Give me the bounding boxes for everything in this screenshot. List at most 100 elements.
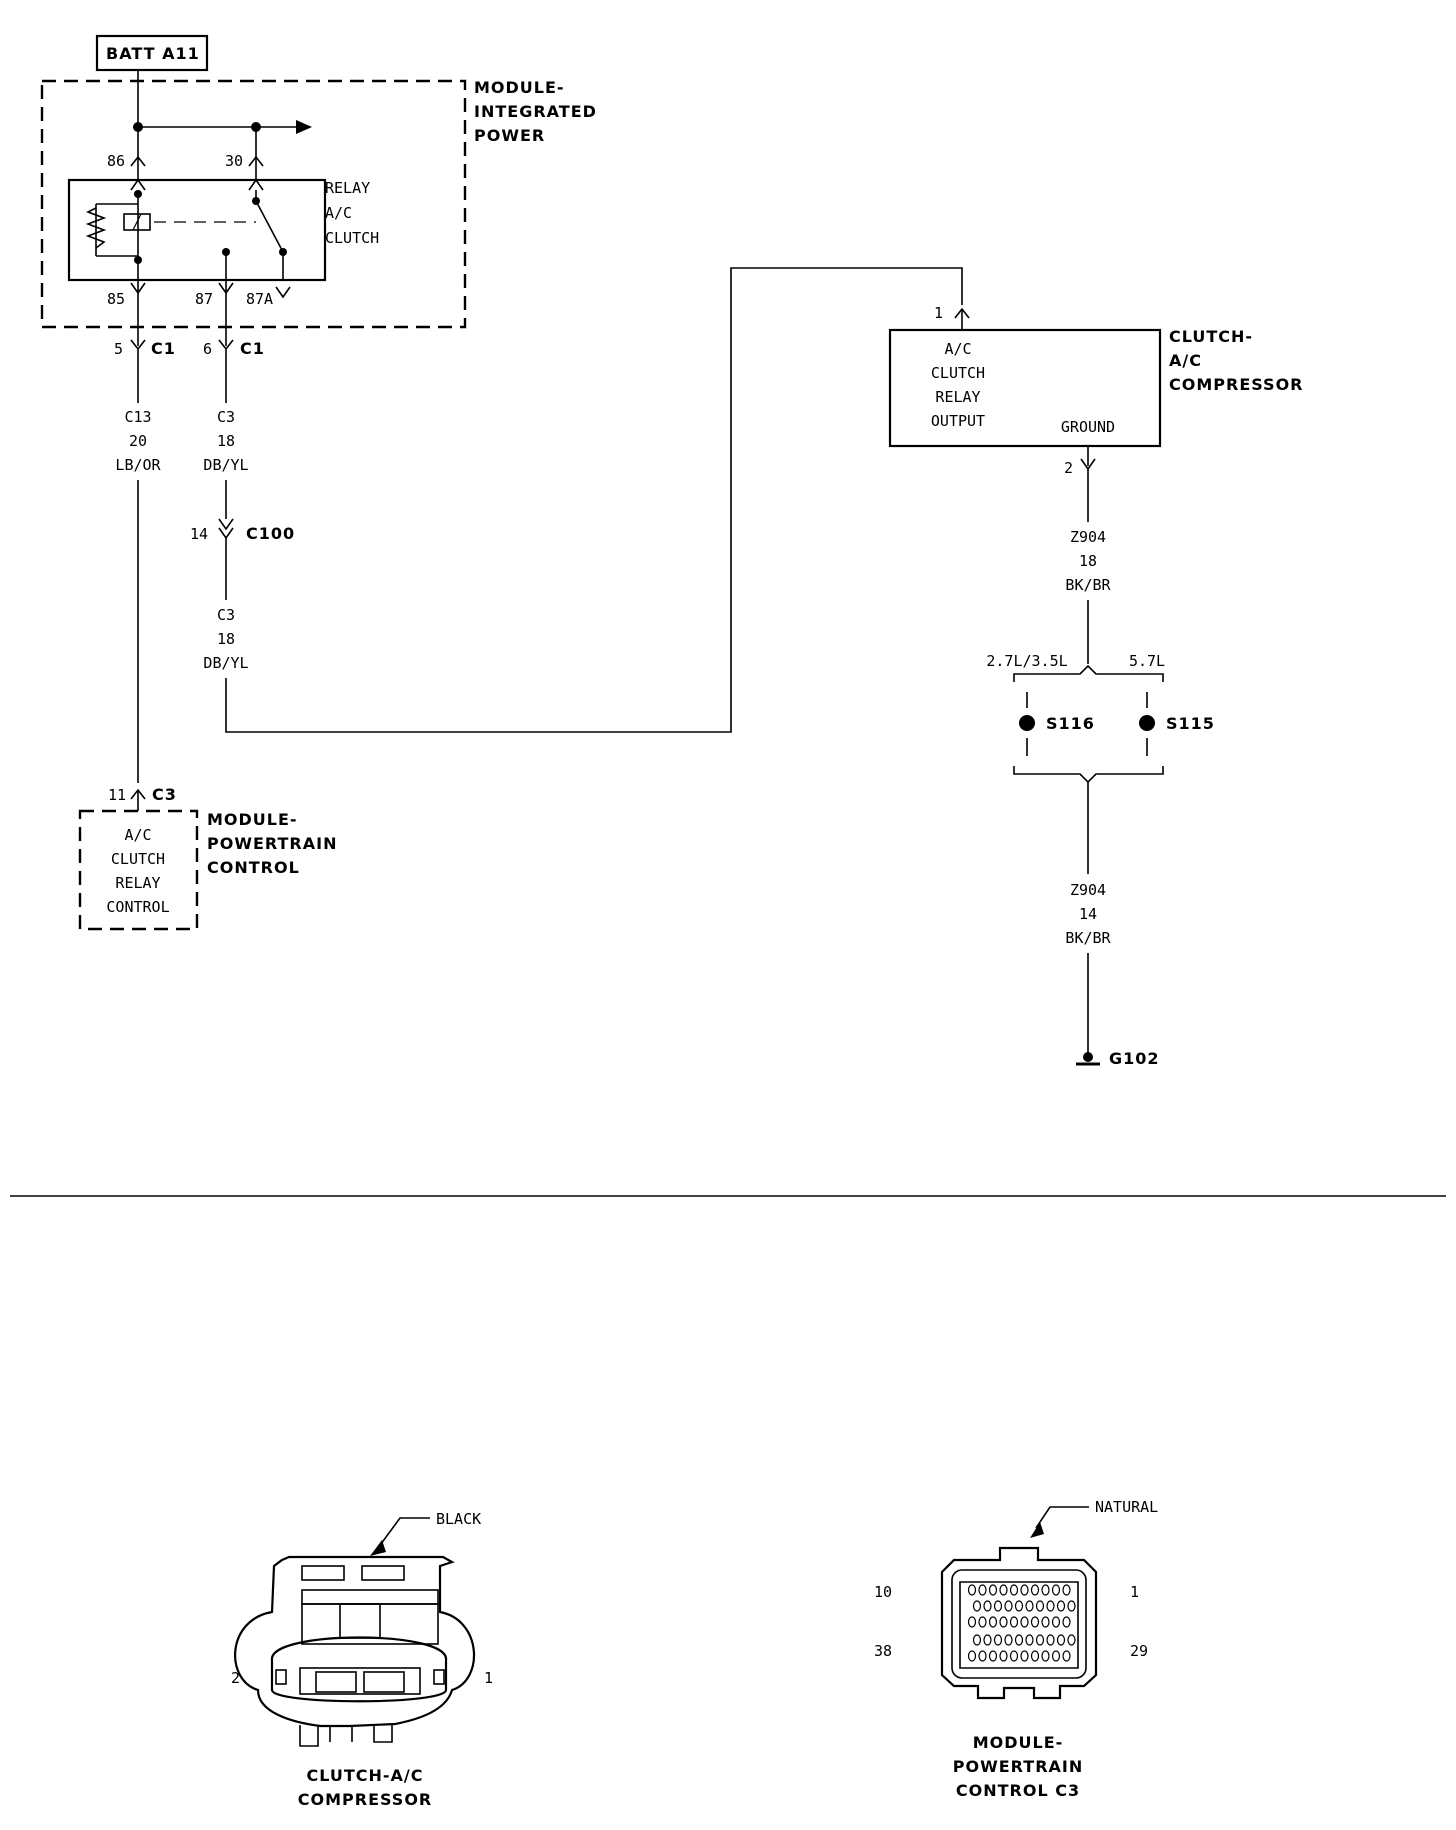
pcm-title-line2: POWERTRAIN — [207, 834, 337, 853]
relay-label-line3: CLUTCH — [325, 229, 379, 247]
pcm-box-line2: CLUTCH — [111, 850, 165, 868]
batt-box — [95, 34, 209, 72]
c100-conn: C100 — [246, 524, 295, 543]
option-brace-top — [1013, 664, 1164, 682]
pcm-c3-pin-cavity — [983, 1600, 992, 1612]
pcm-c3-pin-cavity — [1041, 1616, 1050, 1628]
pcm-box-line1: A/C — [124, 826, 151, 844]
pcm-c3-connector-outline — [940, 1546, 1098, 1700]
pcm-c3-pin-cavity — [972, 1600, 982, 1612]
relay-box — [67, 178, 327, 282]
pcm-c3-pin-cavity — [978, 1616, 987, 1628]
engine-option-left: 2.7L/3.5L — [986, 652, 1067, 670]
pcm-c3-pin-cavity — [1056, 1600, 1066, 1612]
pcm-box-line3: RELAY — [115, 874, 160, 892]
pcm-c3-pin-cavity — [978, 1650, 987, 1662]
pcm-c3-pin-cavity — [1009, 1616, 1019, 1628]
wire-z904a-circuit: Z904 — [1070, 528, 1106, 546]
pcm-c3-pin-cavity — [1062, 1584, 1071, 1596]
pcm-conn-pin: 11 — [108, 786, 126, 804]
compressor-line2: CLUTCH — [931, 364, 985, 382]
pcm-c3-pin-cavity — [1030, 1616, 1040, 1628]
pcm-c3-pin-cavity — [967, 1616, 977, 1628]
pcm-c3-pin-cavity — [1009, 1584, 1019, 1596]
pcm-c3-pin-cavity — [1051, 1616, 1061, 1628]
compressor-title-line2: A/C — [1169, 351, 1202, 370]
conn-left-title1: CLUTCH-A/C — [306, 1766, 423, 1785]
pcm-c3-pin-cavity — [967, 1650, 977, 1662]
conn-right-title2: POWERTRAIN — [953, 1757, 1083, 1776]
pcm-c3-pin-cavity — [1051, 1650, 1061, 1662]
pcm-c3-pin-cavity — [983, 1634, 992, 1646]
wire-c3a-color: DB/YL — [203, 456, 248, 474]
wire-z904b-gauge: 14 — [1079, 905, 1097, 923]
ground-icon — [1083, 1052, 1093, 1062]
option-brace-bottom — [1013, 766, 1164, 784]
pcm-c3-pin-cavity — [1051, 1584, 1061, 1596]
pin-30: 30 — [225, 152, 243, 170]
c1-left-pin: 5 — [114, 340, 123, 358]
compressor-pin1: 1 — [934, 304, 943, 322]
conn-right-title1: MODULE- — [973, 1733, 1064, 1752]
wire-z904b-color: BK/BR — [1065, 929, 1111, 947]
pcm-c3-pin-cavity — [1041, 1584, 1050, 1596]
pcm-c3-pin-cavity — [1046, 1634, 1055, 1646]
pcm-c3-pin-cavity — [1020, 1584, 1029, 1596]
pcm-c3-pin-cavity — [1025, 1634, 1034, 1646]
wire-c3-route — [225, 267, 963, 733]
pcm-c3-connector-view: NATURAL 10 1 38 29 MODULE- POWERTRAIN CO… — [874, 1498, 1158, 1800]
pcm-c3-pin-cavity — [1041, 1650, 1050, 1662]
pcm-c3-pin-cavity — [1020, 1650, 1029, 1662]
conn-right-pin29: 29 — [1130, 1642, 1148, 1660]
c1-left-conn: C1 — [151, 339, 176, 358]
pcm-module-box — [78, 809, 199, 931]
compressor-line1: A/C — [944, 340, 971, 358]
pcm-c3-pin-grid — [967, 1584, 1076, 1662]
mip-title-line3: POWER — [474, 126, 545, 145]
wire-c13-color: LB/OR — [115, 456, 161, 474]
pin-85: 85 — [107, 290, 125, 308]
mip-title-line1: MODULE- — [474, 78, 565, 97]
conn-right-pin10: 10 — [874, 1583, 892, 1601]
wire-z904a-color: BK/BR — [1065, 576, 1111, 594]
wire-c13-circuit: C13 — [124, 408, 151, 426]
pin-87a: 87A — [246, 290, 273, 308]
conn-right-title3: CONTROL C3 — [956, 1781, 1080, 1800]
pcm-c3-pin-cavity — [988, 1584, 998, 1596]
pcm-c3-pin-cavity — [1014, 1600, 1024, 1612]
splice-s115-dot — [1139, 715, 1155, 731]
wire-c3a-gauge: 18 — [217, 432, 235, 450]
compressor-title-line1: CLUTCH- — [1169, 327, 1253, 346]
pcm-box-line4: CONTROL — [106, 898, 169, 916]
batt-label: BATT A11 — [106, 44, 200, 63]
pcm-title-line1: MODULE- — [207, 810, 298, 829]
relay-label-line2: A/C — [325, 204, 352, 222]
pcm-c3-pin-cavity — [1062, 1616, 1071, 1628]
relay-switch-contact — [255, 200, 284, 253]
conn-left-pin2: 2 — [231, 1669, 240, 1687]
pcm-c3-pin-cavity — [1020, 1616, 1029, 1628]
pcm-c3-pin-cavity — [1025, 1600, 1034, 1612]
pcm-c3-pin-cavity — [1035, 1634, 1045, 1646]
compressor-title-line3: COMPRESSOR — [1169, 375, 1304, 394]
wire-c3b-gauge: 18 — [217, 630, 235, 648]
c1-right-pin: 6 — [203, 340, 212, 358]
pcm-c3-pin-cavity — [1009, 1650, 1019, 1662]
splice-left: S116 — [1046, 714, 1095, 733]
pcm-c3-pin-cavity — [1030, 1650, 1040, 1662]
pcm-c3-pin-cavity — [1062, 1650, 1071, 1662]
pcm-conn-label: C3 — [152, 785, 177, 804]
compressor-pin2: 2 — [1064, 459, 1073, 477]
wire-c3a-circuit: C3 — [217, 408, 235, 426]
pin-87: 87 — [195, 290, 213, 308]
conn-right-pin38: 38 — [874, 1642, 892, 1660]
pcm-c3-pin-cavity — [1046, 1600, 1055, 1612]
splice-right: S115 — [1166, 714, 1215, 733]
c1-right-conn: C1 — [240, 339, 265, 358]
conn-left-title2: COMPRESSOR — [298, 1790, 433, 1809]
compressor-connector-view: BLACK 2 1 CLUTCH-A/C COMPRESSOR — [231, 1510, 493, 1809]
pcm-c3-pin-cavity — [993, 1634, 1003, 1646]
mip-title-line2: INTEGRATED — [474, 102, 597, 121]
pcm-title-line3: CONTROL — [207, 858, 300, 877]
